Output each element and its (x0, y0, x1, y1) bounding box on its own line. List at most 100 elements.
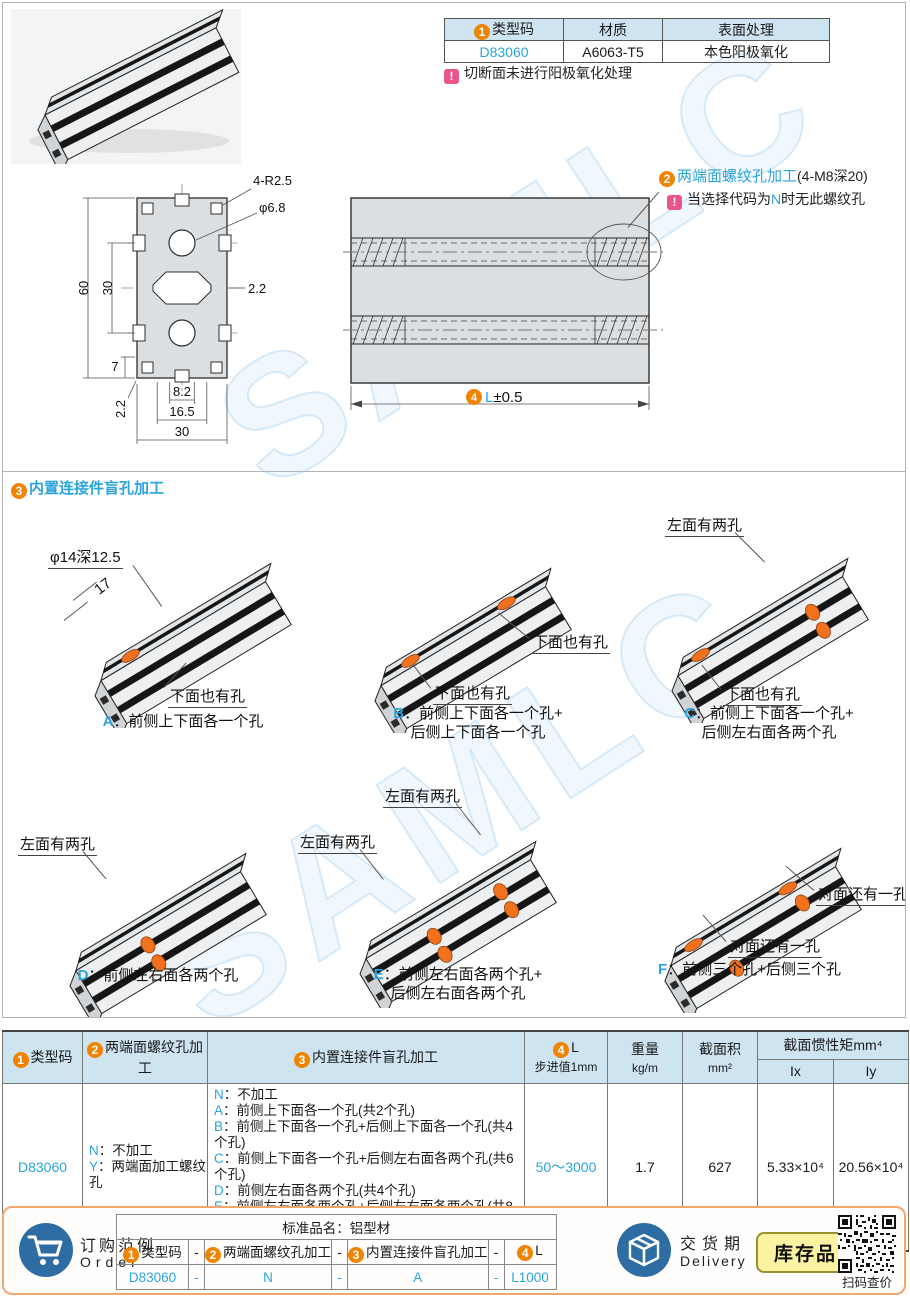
bottom-hole-label: 下面也有孔 (168, 685, 248, 708)
spec-surface: 本色阳极氧化 (662, 40, 830, 63)
profile-iso-c (659, 557, 886, 723)
variant-caption-d: D：前侧左右面各两个孔 (77, 967, 239, 984)
profile-iso-e (347, 840, 574, 1008)
variant-card-c: 左面有两孔 下面也有孔 C：前侧上下面各一个孔+ 后侧左右面各两个孔 (625, 498, 905, 743)
variant-caption-f: F：前侧三个孔+后侧三个孔 (658, 961, 841, 978)
circle-3-icon: 3 (348, 1247, 364, 1263)
left-holes-label: 左面有两孔 (665, 514, 745, 537)
opposite-hole-label: 对面还有一孔 (816, 883, 905, 906)
order-dash: - (188, 1264, 205, 1290)
spec-code-link[interactable]: D83060 (444, 40, 564, 63)
circle-2-icon: 2 (87, 1041, 103, 1058)
left-holes-label: 左面有两孔 (298, 831, 378, 854)
delivery-title-en: Delivery (680, 1253, 747, 1269)
left-holes-label: 左面有两孔 (383, 785, 463, 808)
blind-hole-marker (504, 901, 520, 919)
surface-note: !切断面未进行阳极氧化处理 (444, 63, 632, 84)
circle-1-icon: 1 (123, 1247, 140, 1263)
order-code-value: D83060 (116, 1264, 189, 1290)
dim-16-5: 16.5 (169, 404, 194, 419)
product-photo (11, 9, 241, 164)
circle-1-icon: 1 (12, 1051, 29, 1068)
order-thread-value: N (204, 1264, 332, 1290)
qr-code[interactable] (838, 1215, 896, 1273)
variant-caption-a: A：前侧上下面各一个孔 (102, 713, 264, 730)
blind-hole-marker (684, 938, 703, 952)
dim-8-2: 8.2 (173, 384, 191, 399)
circle-3-icon: 3 (11, 483, 27, 499)
opposite-hole-label: 对面还有一孔 (728, 935, 823, 958)
blind-hole-marker (691, 648, 710, 662)
variant-card-a: φ14深12.5 17 下面也有孔 A：前侧上下面各一个孔 (38, 518, 328, 738)
variant-caption-c: C：前侧上下面各一个孔+ 后侧左右面各两个孔 (684, 705, 854, 741)
delivery-title-cn: 交货期 (680, 1236, 747, 1253)
circle-4-icon: 4 (471, 392, 478, 404)
warning-icon: ! (667, 195, 682, 210)
spec-header-surface: 表面处理 (662, 18, 830, 41)
dim-60: 60 (76, 281, 91, 295)
order-length-value: L1000 (503, 1264, 557, 1290)
circle-1-icon: 1 (474, 24, 490, 40)
thread-callout-note: !当选择代码为N时无此螺纹孔 (667, 189, 865, 210)
blind-hole-marker (493, 883, 509, 901)
blind-hole-marker (729, 959, 745, 977)
blind-hole-marker (778, 881, 798, 896)
blind-hole-marker (151, 954, 167, 972)
length-tolerance: ±0.5 (493, 389, 522, 406)
dim-2-2-bottom: 2.2 (113, 400, 128, 418)
circle-2-icon: 2 (659, 171, 675, 187)
cart-icon (19, 1223, 73, 1277)
spec-material: A6063-T5 (563, 40, 663, 63)
blind-hole-marker (437, 945, 453, 963)
col-header-inertia: 截面惯性矩mm⁴ (757, 1030, 909, 1060)
svg-text:L±0.5: L±0.5 (485, 389, 522, 406)
warning-icon: ! (444, 69, 459, 84)
bottom-hole-label: 下面也有孔 (433, 682, 513, 705)
variant-caption-e: E：前侧左右面各两个孔+ 后侧左右面各两个孔 (373, 966, 543, 1002)
bottom-hole-label: 下面也有孔 (723, 683, 803, 706)
order-blind-value: A (347, 1264, 489, 1290)
qr-caption: 扫码查价 (841, 1276, 892, 1290)
circle-4-icon: 4 (517, 1245, 534, 1261)
order-dash: - (331, 1264, 348, 1290)
side-view-drawing: 4 L±0.5 (343, 197, 663, 410)
order-dash: - (188, 1239, 205, 1265)
blind-hole-marker (815, 621, 831, 639)
col-header-iy: Iy (833, 1058, 909, 1084)
left-holes-label: 左面有两孔 (18, 833, 98, 856)
dim-30-inner: 30 (100, 281, 115, 295)
blind-hole-marker (121, 649, 140, 663)
blind-hole-marker (140, 936, 156, 954)
profile-iso-a (82, 562, 309, 728)
standard-product-name: 标准品名：铝型材 (116, 1214, 557, 1240)
length-code: L (485, 389, 493, 406)
spec-header-material: 材质 (563, 18, 663, 41)
delivery-box-icon (617, 1223, 671, 1277)
order-dash: - (487, 1264, 505, 1290)
profile-iso-f (652, 847, 879, 1013)
circle-2-icon: 2 (205, 1247, 221, 1263)
order-dash: - (487, 1239, 505, 1265)
profile-iso-d (57, 852, 284, 1017)
dim-30-width: 30 (175, 424, 189, 439)
col-header-ix: Ix (757, 1058, 834, 1084)
hole-dia-label: φ14深12.5 (48, 546, 123, 569)
variant-card-f: 对面还有一孔 对面还有一孔 F：前侧三个孔+后侧三个孔 (623, 788, 905, 1013)
dim-7: 7 (111, 359, 118, 374)
cross-section-drawing: 60 30 7 2.2 8.2 16.5 30 2.2 4-R2.5 φ6.8 (76, 173, 292, 444)
